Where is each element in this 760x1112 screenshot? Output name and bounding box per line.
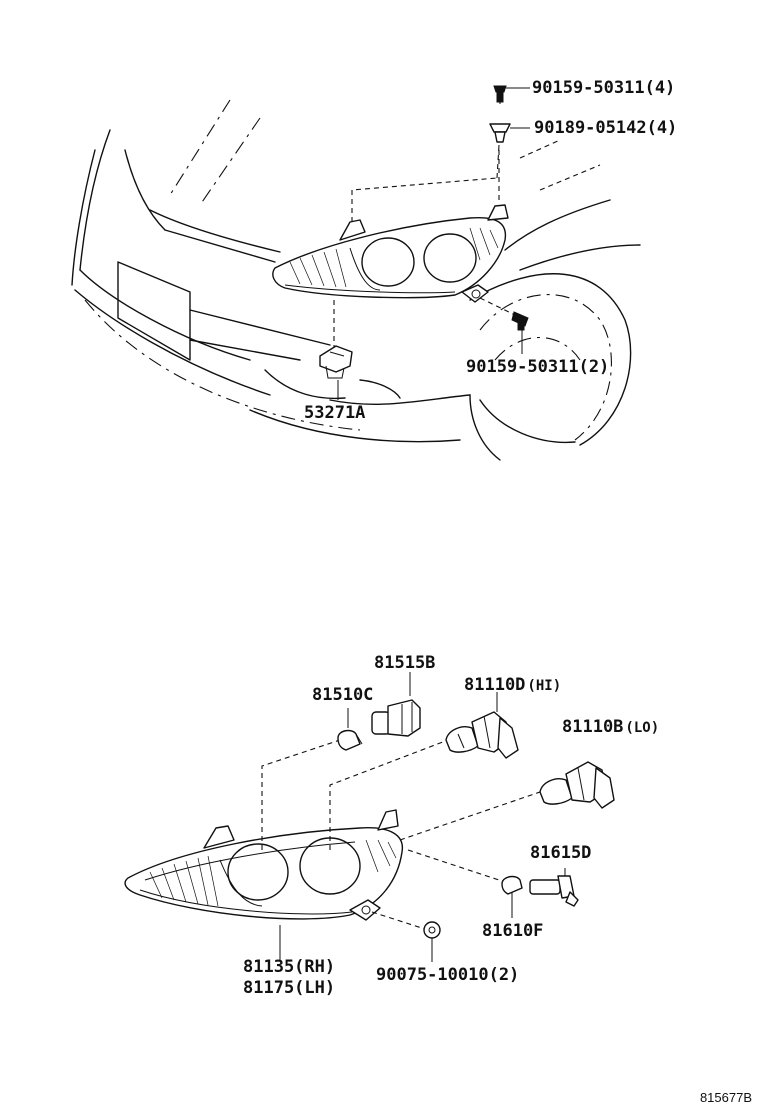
socket-icon	[371, 699, 421, 737]
side-screw-icon	[511, 311, 529, 331]
label-retainer: 53271A	[304, 403, 365, 423]
label-headlamp-rh: 81135(RH)	[243, 957, 335, 977]
label-side-bulb: 81610F	[482, 921, 543, 941]
label-small-bulb: 81510C	[312, 685, 373, 705]
small-bulb-icon	[337, 729, 363, 751]
installed-headlamp	[272, 204, 509, 303]
screw-icon	[493, 85, 507, 103]
side-socket-icon	[529, 875, 579, 907]
nut-icon	[423, 921, 441, 939]
label-socket: 81515B	[374, 653, 435, 673]
headlamp-assembly	[124, 809, 404, 921]
label-headlamp-lh: 81175(LH)	[243, 978, 335, 998]
label-hi-bulb: 81110D(HI)	[464, 675, 561, 695]
label-screw-side: 90159-50311(2)	[466, 357, 609, 377]
lower-leader-lines	[261, 672, 566, 962]
diagram-code: 815677B	[700, 1090, 752, 1105]
label-screw-top: 90159-50311(4)	[532, 78, 675, 98]
vehicle-front-outline	[71, 99, 641, 461]
label-nut: 90075-10010(2)	[376, 965, 519, 985]
lo-beam-bulb-icon	[539, 761, 615, 809]
label-clip-top: 90189-05142(4)	[534, 118, 677, 138]
label-lo-bulb: 81110B(LO)	[562, 717, 659, 737]
retainer-icon	[319, 345, 353, 379]
clip-icon	[489, 123, 511, 143]
hi-beam-bulb-icon	[445, 711, 519, 759]
side-bulb-icon	[501, 875, 523, 895]
upper-leader-lines	[333, 100, 523, 400]
label-side-socket: 81615D	[530, 843, 591, 863]
